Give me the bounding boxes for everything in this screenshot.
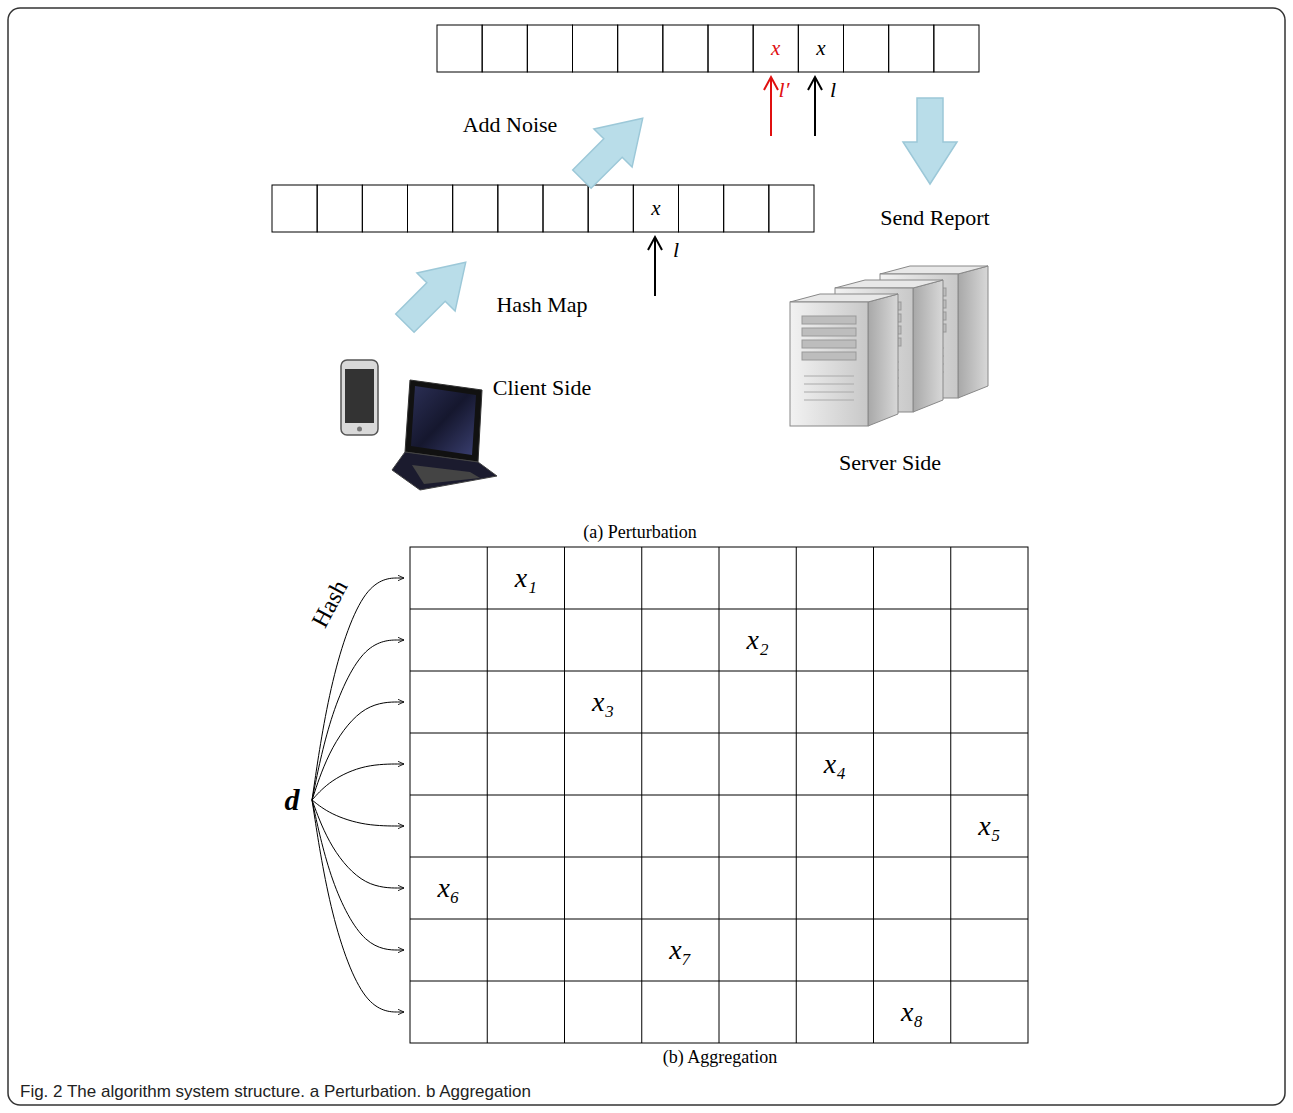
array-cell — [633, 185, 678, 232]
index-arrow — [770, 78, 772, 136]
data-symbol: d — [285, 783, 300, 817]
cell-value: x₅ — [978, 810, 1000, 842]
text-label: Server Side — [839, 450, 941, 476]
flow-arrow — [903, 98, 957, 184]
grid-cell: x₆ — [410, 857, 487, 919]
grid-cell: x₂ — [719, 609, 796, 671]
text-label: Add Noise — [463, 112, 558, 138]
cell-value: x₇ — [669, 934, 691, 966]
array-cell — [437, 25, 482, 72]
index-arrow-head — [808, 77, 822, 90]
array-cell — [453, 185, 498, 232]
cell-value: x₆ — [438, 872, 460, 904]
grid-line — [873, 547, 874, 1043]
phone-icon — [341, 360, 378, 435]
array-cell — [408, 185, 453, 232]
text-label: (b) Aggregation — [663, 1047, 777, 1068]
array-cell — [588, 185, 633, 232]
cell-value: x — [771, 36, 780, 61]
index-label: l — [673, 237, 679, 263]
figure-caption: Fig. 2 The algorithm system structure. a… — [20, 1082, 531, 1102]
index-arrow-head — [648, 237, 662, 250]
array-cell — [527, 25, 572, 72]
cell-value: x₁ — [515, 562, 537, 594]
grid-line — [410, 919, 1028, 920]
grid-cell: x₇ — [642, 919, 719, 981]
hash-curve — [312, 702, 404, 800]
grid-line — [410, 857, 1028, 858]
hash-curve — [312, 640, 404, 800]
array-cell — [663, 25, 708, 72]
array-cell — [708, 25, 753, 72]
cell-arrays — [272, 25, 979, 232]
cell-value: x₄ — [824, 748, 846, 780]
index-arrow — [654, 238, 656, 296]
index-label: l′ — [779, 77, 790, 103]
hash-curve — [312, 800, 404, 1012]
array-cell: x — [798, 25, 843, 72]
text-label: (a) Perturbation — [583, 522, 696, 543]
laptop-icon — [392, 380, 497, 490]
cell-value: x₂ — [747, 624, 769, 656]
cell-value: x — [816, 36, 825, 61]
array-cell — [482, 25, 527, 72]
array-cell — [798, 25, 843, 72]
hash-curve — [312, 800, 404, 888]
array-cell — [498, 185, 543, 232]
server-icon — [790, 266, 988, 426]
text-label: Hash Map — [496, 292, 587, 318]
array-cell — [272, 185, 317, 232]
array-cell — [753, 25, 798, 72]
cell-value: x₃ — [592, 686, 614, 718]
figure-frame — [8, 8, 1285, 1105]
array-cell: x — [753, 25, 798, 72]
flow-arrow — [386, 243, 485, 342]
index-arrow — [814, 78, 816, 136]
text-label: Hash — [307, 576, 354, 632]
array-cell — [934, 25, 979, 72]
grid-cell: x₈ — [874, 981, 951, 1043]
hash-curve — [312, 800, 404, 826]
array-cell — [769, 185, 814, 232]
grid-border — [410, 547, 1028, 1043]
array-cell: x — [633, 185, 678, 232]
index-label: l — [830, 77, 836, 103]
array-cell — [679, 185, 724, 232]
grid-line — [796, 547, 797, 1043]
text-label: Client Side — [493, 375, 591, 401]
array-cell — [543, 185, 588, 232]
grid-cell: x₁ — [487, 547, 564, 609]
array-cell — [317, 185, 362, 232]
array-cell — [362, 185, 407, 232]
grid-line — [410, 981, 1028, 982]
hash-curve — [312, 800, 404, 950]
grid-cell: x₅ — [951, 795, 1028, 857]
grid-cell: x₄ — [796, 733, 873, 795]
array-cell — [889, 25, 934, 72]
grid-line — [410, 795, 1028, 796]
cell-value: x₈ — [901, 996, 923, 1028]
array-cell — [844, 25, 889, 72]
cell-value: x — [651, 196, 660, 221]
array-cell — [618, 25, 663, 72]
text-label: Send Report — [880, 205, 989, 231]
array-cell — [573, 25, 618, 72]
aggregation-grid — [410, 547, 1028, 1043]
hash-curve — [312, 764, 404, 800]
index-arrow-head — [764, 77, 778, 90]
flow-arrow — [563, 99, 662, 198]
grid-line — [950, 547, 951, 1043]
grid-cell: x₃ — [565, 671, 642, 733]
array-cell — [724, 185, 769, 232]
